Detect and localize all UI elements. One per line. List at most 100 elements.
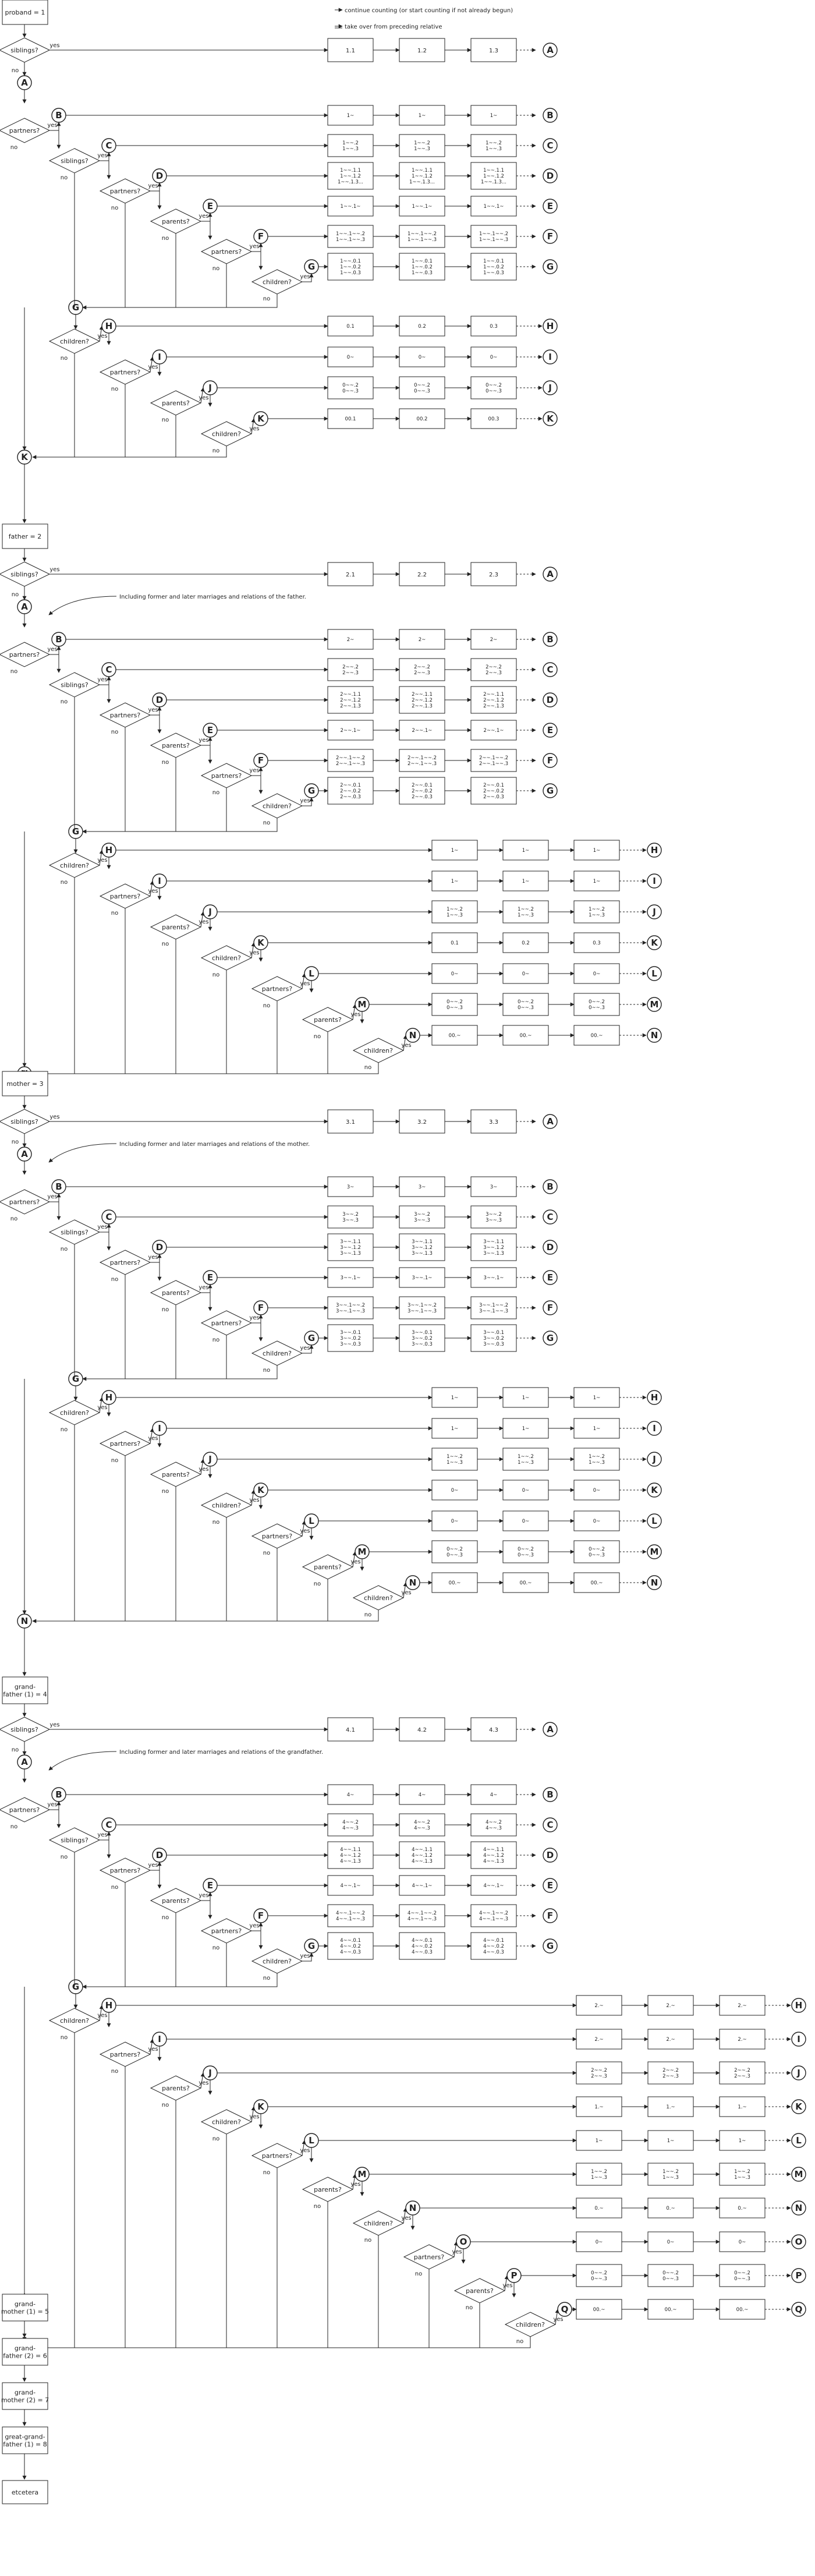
yes-label: yes xyxy=(199,395,208,401)
box-low-M-3-1-line-0: 0~~.2 xyxy=(518,1547,534,1552)
diamond-B-1-text: partners? xyxy=(9,127,40,135)
box-low-H-1-1-line-0: 0.2 xyxy=(418,324,426,330)
box-low-K-4-1-line-0: 1.~ xyxy=(666,2104,675,2110)
box-G-1-0-line-0: 1~~.0.1 xyxy=(340,259,361,264)
no-label: no xyxy=(263,1003,270,1009)
box-low-I-3-1-line-0: 1~ xyxy=(522,1426,530,1432)
box-low-N-4-0-line-0: 0.~ xyxy=(594,2206,603,2211)
box-C-3-1-line-1: 3~~.3 xyxy=(414,1218,430,1223)
box-C-1-1-line-0: 1~~.2 xyxy=(414,140,430,146)
diamond-low-I-1-text: partners? xyxy=(110,369,141,376)
connector-H-label: H xyxy=(105,845,113,855)
box-B-2-0 xyxy=(327,629,374,650)
no-label: no xyxy=(162,759,169,766)
connector-out-E-label: E xyxy=(547,1272,553,1283)
box-low-J-3-0 xyxy=(431,1448,478,1471)
box-C-3-0 xyxy=(327,1205,374,1229)
connector-out-H xyxy=(791,1998,806,2013)
edge-yes-J xyxy=(200,387,205,404)
box-low-I-3-2-line-0: 1~ xyxy=(593,1426,601,1432)
box-low-H-4-0 xyxy=(576,1995,622,2016)
box-low-H-4-2 xyxy=(719,1995,766,2016)
edge-yes-H xyxy=(99,325,104,342)
box-E-2-2-line-0: 2~~.1~ xyxy=(484,728,504,734)
connector-out-N-label: N xyxy=(651,1030,658,1041)
yes-label: yes xyxy=(97,857,107,864)
connector-out-O xyxy=(791,2234,806,2249)
diamond-D-4-text: partners? xyxy=(110,1867,141,1874)
yes-label: yes xyxy=(97,2012,107,2019)
connector-out-N-label: N xyxy=(651,1577,658,1588)
box-C-2-1-line-0: 2~~.2 xyxy=(414,664,430,670)
box-G-2-2-line-2: 2~~.0.3 xyxy=(483,794,504,800)
box-G-1-0-line-1: 1~~.0.2 xyxy=(340,264,361,270)
tail-box-1-line-1: father (2) = 6 xyxy=(3,2352,47,2360)
note-leader xyxy=(48,1751,117,1771)
start-box-3-line-0: mother = 3 xyxy=(6,1080,43,1088)
box-E-4-2 xyxy=(470,1875,517,1896)
connector-out-N xyxy=(791,2200,806,2216)
no-label: no xyxy=(314,1581,321,1587)
diamond-low-M-4-text: parents? xyxy=(314,2186,342,2193)
box-low-P-4-2-line-1: 0~~.3 xyxy=(734,2276,750,2282)
connector-out-J xyxy=(647,1452,662,1467)
edge-yes-H xyxy=(99,2005,104,2021)
box-B-2-0-line-0: 2~ xyxy=(347,637,355,643)
connector-G-label: G xyxy=(308,1941,315,1951)
box-low-I-1-2-line-0: 0~ xyxy=(490,355,498,360)
box-low-K-3-1-line-0: 0~ xyxy=(522,1488,530,1494)
box-C-2-0-line-1: 2~~.3 xyxy=(342,670,359,676)
box-G-3-1 xyxy=(399,1324,445,1352)
yes-label: yes xyxy=(249,426,259,432)
connector-out-J-label: J xyxy=(548,383,552,393)
box-F-3-0 xyxy=(327,1296,374,1319)
diamond-low-I-4-text: partners? xyxy=(110,2051,141,2058)
connector-out-K-label: K xyxy=(795,2101,803,2112)
box-F-1-0 xyxy=(327,225,374,248)
box-low-M-3-0 xyxy=(431,1540,478,1563)
yes-label: yes xyxy=(199,1892,208,1899)
box-low-J-4-2-line-1: 2~~.3 xyxy=(734,2073,750,2079)
box-B-4-1 xyxy=(399,1784,445,1805)
tail-box-3-line-1: father (1) = 8 xyxy=(3,2441,47,2448)
sibling-box-2-2 xyxy=(470,562,517,586)
box-low-H-3-2 xyxy=(573,1387,620,1408)
box-G-2-2-line-0: 2~~.0.1 xyxy=(483,783,504,788)
connector-out-J xyxy=(543,380,558,395)
box-low-N-3-1-line-0: 00.~ xyxy=(520,1580,532,1586)
edge-yes-P xyxy=(504,2275,509,2291)
diamond-E-3-text: parents? xyxy=(162,1289,190,1297)
edge-yes-K xyxy=(251,2106,256,2122)
box-B-1-0-line-0: 1~ xyxy=(347,113,355,119)
connector-out-F-label: F xyxy=(547,231,553,242)
no-label: no xyxy=(364,1064,371,1071)
connector-H-label: H xyxy=(105,2000,113,2011)
box-G-3-2-line-1: 3~~.0.2 xyxy=(483,1336,504,1342)
legend: continue counting (or start counting if … xyxy=(335,8,513,30)
box-C-1-0-line-1: 1~~.3 xyxy=(342,146,359,152)
box-low-K-2-2-line-0: 0.3 xyxy=(593,940,601,946)
box-C-4-1-line-1: 4~~.3 xyxy=(414,1825,430,1831)
connector-G-main-label: G xyxy=(72,1981,79,1992)
box-D-4-1-line-0: 4~~.1.1 xyxy=(412,1847,433,1853)
connector-out-G-label: G xyxy=(547,1333,554,1343)
connector-out-M-label: M xyxy=(650,999,659,1010)
connector-out-D-label: D xyxy=(547,695,554,705)
connector-L-label: L xyxy=(309,968,314,979)
connector-end-N-label: N xyxy=(21,1616,29,1626)
connector-out-C xyxy=(543,1817,558,1832)
box-low-K-1-0-line-0: 00.1 xyxy=(345,416,356,422)
connector-out-P-label: P xyxy=(796,2270,802,2281)
box-E-3-0-line-0: 3~~.1~ xyxy=(341,1275,361,1281)
edge-yes-N xyxy=(403,1035,408,1051)
box-low-I-1-1-line-0: 0~ xyxy=(419,355,426,360)
diamond-F-4-text: partners? xyxy=(211,1927,242,1935)
box-D-4-0-line-1: 4~~.1.2 xyxy=(340,1853,361,1859)
yes-label: yes xyxy=(47,1194,57,1200)
diamond-D-1-text: partners? xyxy=(110,187,141,195)
box-low-I-1-0-line-0: 0~ xyxy=(347,355,355,360)
box-F-3-2-line-0: 3~~.1~~.2 xyxy=(479,1303,508,1308)
box-low-H-3-1 xyxy=(502,1387,549,1408)
edge-yes-H xyxy=(99,1397,104,1413)
connector-F-label: F xyxy=(258,755,264,766)
